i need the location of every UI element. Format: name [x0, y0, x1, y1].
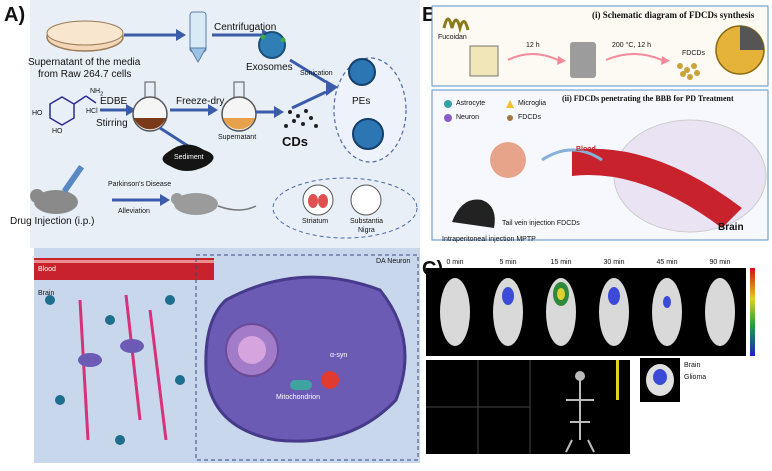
legend-neuron: Neuron [456, 114, 479, 121]
brain-icon [490, 142, 526, 178]
legend-astrocyte: Astrocyte [456, 100, 486, 107]
centrifuge-tube-icon [189, 11, 207, 53]
cds-dots [284, 109, 318, 128]
alpha-syn-label: α-syn [330, 352, 348, 359]
time-45: 45 min [656, 259, 678, 266]
brain-section-oval [272, 177, 418, 239]
conditions-label: 200 °C, 12 h [612, 42, 651, 49]
centrifugation-label: Centrifugation [214, 22, 277, 33]
panel-a-graphics [30, 0, 420, 463]
brain-label: Brain [38, 290, 55, 297]
fluorescence-signals [502, 282, 671, 308]
black-mouse-icon [452, 199, 495, 228]
panel-b-title-ii: (ii) FDCDs penetrating the BBB for PD Tr… [562, 94, 734, 103]
brain-scan-brain-label: Brain [684, 362, 701, 369]
panel-b-graphics [431, 5, 769, 241]
fucoidan-icon [442, 17, 470, 34]
fucoidan-label: Fucoidan [438, 34, 467, 41]
dopamine-molecule-icon [49, 96, 75, 126]
panel-a: A) [4, 0, 420, 463]
pe-cluster [333, 57, 407, 163]
hcl-label: HCl [86, 108, 98, 115]
drug-injection-label: Drug Injection (i.p.) [10, 216, 95, 227]
da-neuron-label: DA Neuron [376, 258, 411, 265]
substantia-label-2: Nigra [358, 227, 375, 234]
nh2-label: NH2 [90, 88, 104, 98]
edbe-label: EDBE [100, 96, 128, 107]
treated-mouse-icon [174, 193, 218, 215]
pd-label-line1: Parkinson's Disease [108, 181, 172, 188]
da-neuron-cell [204, 275, 407, 443]
blood-label-b: Blood [576, 146, 596, 153]
time-30: 30 min [603, 259, 625, 266]
time-90: 90 min [709, 259, 731, 266]
time-0: 0 min [446, 259, 464, 266]
dish-caption-line2: from Raw 264.7 cells [38, 69, 132, 80]
sonication-label: Sonication [300, 70, 333, 77]
supernatant-label: Supernatant [218, 134, 257, 141]
mouse-icon [34, 190, 78, 214]
colorbar [750, 268, 755, 356]
beaker-icon [469, 45, 499, 77]
cds-label: CDs [282, 134, 309, 149]
fdcds-dots [677, 63, 700, 80]
blood-label: Blood [38, 266, 56, 273]
ho-label-2: HO [52, 128, 63, 135]
sediment-blob [162, 144, 214, 171]
stirring-label: Stirring [96, 118, 128, 129]
ho-label-1: HO [32, 110, 43, 117]
skeleton-icon [565, 380, 595, 453]
substantia-label-1: Substantia [350, 218, 384, 225]
exosomes-label: Exosomes [246, 62, 293, 73]
striatum-icon [302, 184, 334, 216]
ct-views [426, 360, 630, 454]
sediment-label: Sediment [174, 154, 204, 161]
pes-label: PEs [352, 96, 371, 107]
freeze-dry-label: Freeze-dry [176, 96, 225, 107]
substantia-nigra-icon [350, 184, 382, 216]
blood-vessel [572, 148, 742, 228]
dish-caption-line1: Supernatant of the media [28, 57, 141, 68]
pd-label-line2: Alleviation [118, 208, 150, 215]
brain-scan-glioma-label: Glioma [684, 374, 707, 381]
brain-label-b: Brain [718, 222, 744, 233]
striatum-label: Striatum [302, 218, 329, 225]
autoclave-icon [570, 42, 596, 78]
exosome-icon [258, 31, 286, 59]
panel-b-title-i: (i) Schematic diagram of FDCDs synthesis [592, 10, 755, 20]
neuron-cells [78, 294, 168, 441]
brain-scan [640, 358, 680, 402]
legend-microglia: Microglia [518, 100, 547, 107]
time-15: 15 min [550, 259, 572, 266]
fdcds-label: FDCDs [682, 50, 705, 57]
time-5: 5 min [499, 259, 517, 266]
time-label: 12 h [526, 42, 540, 49]
tail-vein-label: Tail vein injection FDCDs [502, 220, 580, 227]
panel-b: B) (i) Schematic diagram of FDCDs synthe… [422, 0, 772, 250]
mitochondrion-label: Mitochondrion [276, 394, 320, 401]
legend-fdcds: FDCDs [518, 114, 541, 121]
imaging-strip [426, 268, 755, 356]
intraperitoneal-label: Intraperitoneal injection MPTP [442, 236, 536, 243]
panel-a-label: A) [4, 4, 26, 26]
